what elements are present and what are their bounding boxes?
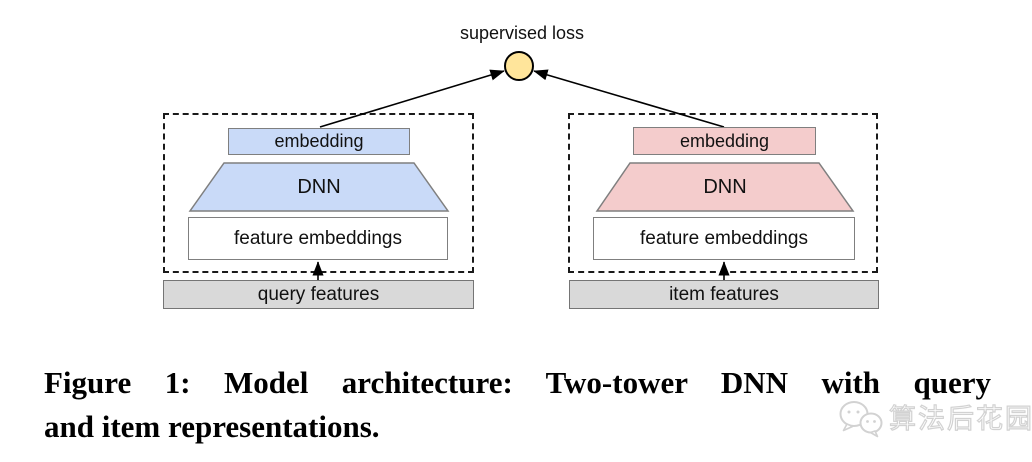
query-feature-embeddings-box: feature embeddings <box>188 217 448 260</box>
item-feature-embeddings-box: feature embeddings <box>593 217 855 260</box>
wechat-icon <box>839 401 883 438</box>
loss-node <box>504 51 534 81</box>
query-features-box: query features <box>163 280 474 309</box>
item-dnn-label: DNN <box>703 175 747 198</box>
query-dnn-label: DNN <box>297 175 341 198</box>
item-embedding-box: embedding <box>633 127 816 155</box>
watermark-text: 算法后花园 <box>888 403 1032 434</box>
item-features-box: item features <box>569 280 879 309</box>
figure-caption-line2: and item representations. <box>44 409 380 444</box>
supervised-loss-label: supervised loss <box>459 23 585 43</box>
figure-caption-line1: Figure 1: Model architecture: Two-tower … <box>44 365 991 400</box>
query-embedding-box: embedding <box>228 128 410 155</box>
watermark: 算法后花园 <box>838 399 1032 439</box>
figure-caption: Figure 1: Model architecture: Two-tower … <box>44 361 991 449</box>
